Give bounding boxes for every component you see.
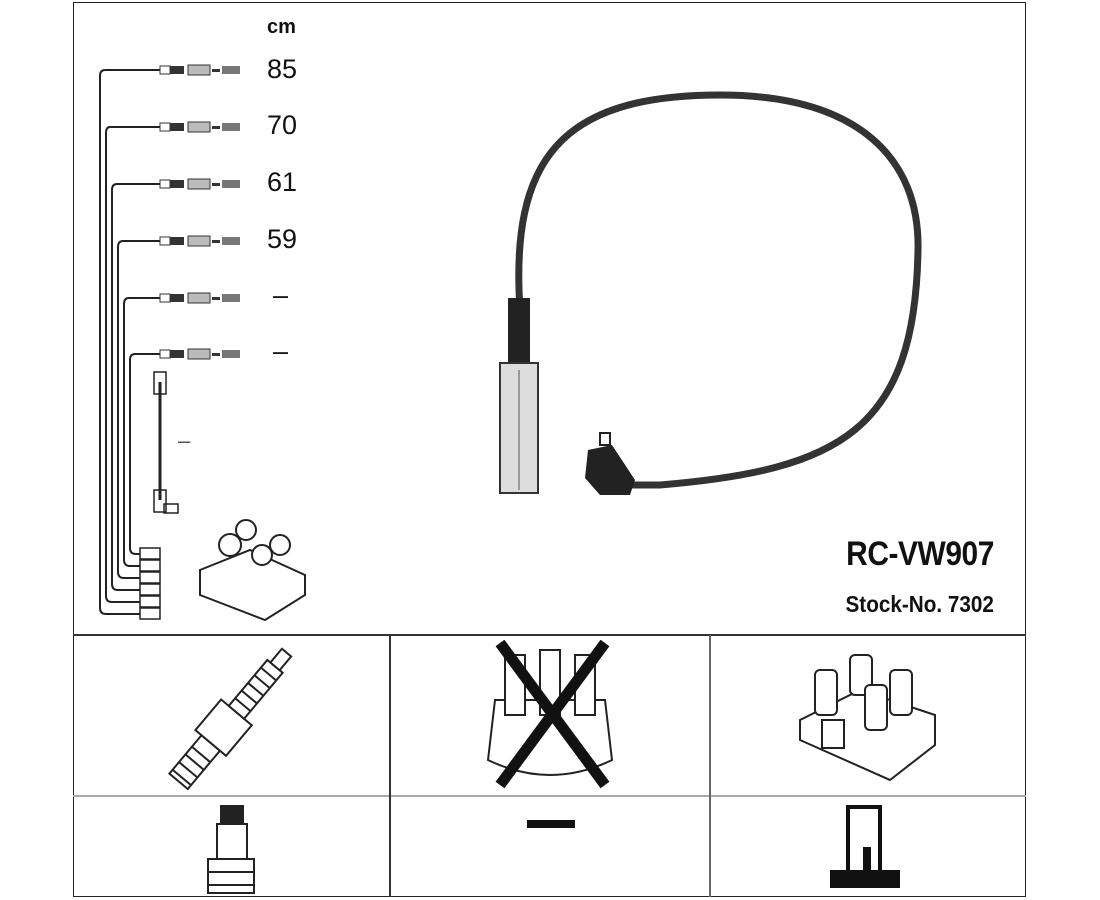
coil-terminal-icon: [830, 805, 900, 888]
lead-length: –: [273, 336, 289, 366]
stock-number: Stock-No. 7302: [845, 591, 994, 617]
lead-length: –: [273, 280, 289, 310]
lead-length: 59: [267, 224, 298, 254]
divider: [709, 635, 711, 897]
plug-terminal-icon: [207, 805, 255, 894]
divider: [73, 795, 1026, 797]
diagram-frame: [73, 2, 1026, 897]
product-code: RC-VW907: [846, 535, 994, 573]
divider: [389, 635, 391, 897]
lead-connectors: [159, 64, 241, 360]
ignition-lead-icon: [499, 91, 922, 495]
spark-plug-icon: [167, 647, 293, 791]
lead-bundle-icon: [99, 69, 179, 620]
ignition-coil-icon: [799, 654, 936, 782]
divider: [73, 634, 1026, 636]
distributor-cap-crossed-icon: [486, 639, 614, 789]
unit-label: cm: [267, 16, 296, 38]
lead-length: 70: [267, 110, 298, 140]
lead-length: 85: [267, 54, 298, 84]
ignition-coil-icon: [199, 519, 306, 622]
lead-length: 61: [267, 167, 298, 197]
coil-lead-length: –: [178, 428, 191, 453]
distributor-terminal-none: [527, 820, 575, 828]
